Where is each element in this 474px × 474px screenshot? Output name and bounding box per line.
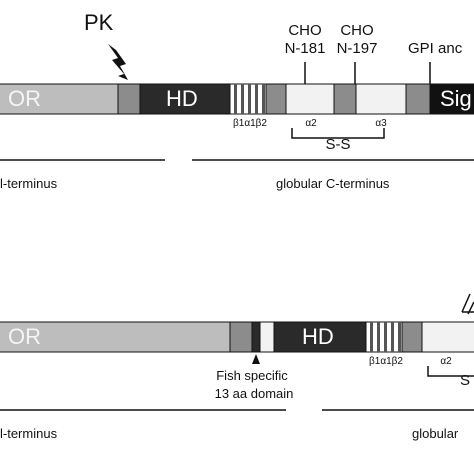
top-linker-2	[333, 83, 357, 115]
bottom-ss-bracket	[427, 366, 474, 377]
top-alpha3-label: α3	[375, 118, 387, 129]
bottom-beta-alpha-label: β1α1β2	[369, 356, 403, 367]
bottom-or-domain	[0, 321, 231, 353]
bottom-alpha2-label: α2	[440, 356, 452, 367]
cho-197-line1: CHO	[340, 22, 374, 39]
cho-181-line1: CHO	[288, 22, 322, 39]
bottom-hd-domain	[273, 321, 367, 353]
top-ss-bracket	[291, 128, 385, 139]
bottom-protein-bar	[0, 321, 474, 353]
top-n-terminus-label: l-terminus	[0, 176, 58, 191]
bottom-fish-domain	[251, 321, 261, 353]
top-hd-domain	[139, 83, 231, 115]
cho-197-line2: N-197	[336, 40, 378, 57]
top-alpha2-domain	[285, 83, 335, 115]
top-alpha3-domain	[355, 83, 407, 115]
bottom-c-terminus-label: globular	[412, 426, 459, 441]
top-ss-label: S-S	[325, 136, 351, 153]
top-pk-site-block	[117, 83, 141, 115]
bottom-ss-label: S	[460, 372, 471, 389]
top-alpha2-label: α2	[305, 118, 317, 129]
fish-specific-marker-icon	[252, 354, 260, 364]
top-sig-label: Sig	[440, 86, 472, 111]
bottom-hd-label: HD	[302, 324, 334, 349]
cho-181-line2: N-181	[284, 40, 326, 57]
bottom-beta-alpha-stripes	[370, 322, 401, 352]
top-protein-bar	[0, 83, 474, 115]
top-signal-domain	[429, 83, 474, 115]
gpi-anchor-label: GPI anc	[408, 40, 463, 57]
top-beta-alpha-stripes	[234, 84, 265, 114]
top-hd-label: HD	[166, 86, 198, 111]
bottom-cho-partial-marks	[461, 293, 474, 315]
bottom-alpha2-domain	[421, 321, 474, 353]
top-linker-3	[405, 83, 431, 115]
top-or-label: OR	[8, 86, 41, 111]
pk-label: PK	[84, 10, 114, 35]
top-c-terminus-label: globular C-terminus	[276, 176, 390, 191]
top-linker-1	[265, 83, 287, 115]
bottom-linker-0	[259, 321, 275, 353]
top-beta-alpha-label: β1α1β2	[233, 118, 267, 129]
pk-lightning-icon	[108, 44, 128, 80]
bottom-linker-1	[401, 321, 423, 353]
fish-specific-line2: 13 aa domain	[214, 386, 294, 401]
bottom-n-terminus-label: l-terminus	[0, 426, 58, 441]
fish-specific-line1: Fish specific	[216, 368, 288, 383]
bottom-or-label: OR	[8, 324, 41, 349]
bottom-gray-block	[229, 321, 253, 353]
